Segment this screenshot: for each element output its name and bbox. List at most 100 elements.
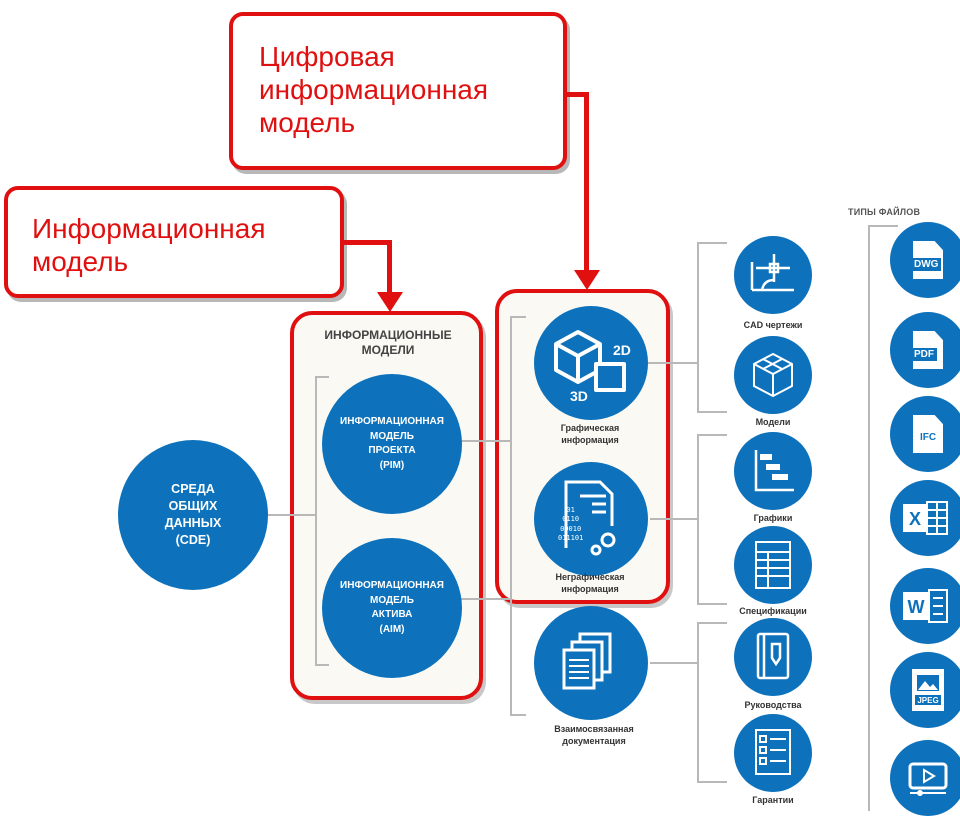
arrow-info-h — [344, 240, 392, 245]
specifications-circle — [734, 526, 812, 604]
checklist-icon — [755, 729, 791, 775]
excel-glyph: X — [903, 501, 948, 535]
connector — [697, 434, 699, 604]
documents-label-line-2: документация — [562, 735, 626, 746]
callout-digital-model: Цифровая информационная модель — [229, 12, 567, 170]
pdf-doc: PDF — [913, 331, 943, 369]
callout-info-line-1: Информационная — [32, 213, 266, 244]
connector — [697, 434, 727, 436]
connector — [650, 662, 698, 664]
video-glyph — [908, 762, 948, 796]
warranties-label: Гарантии — [752, 795, 794, 805]
graphic-label-line-2: информация — [561, 434, 619, 445]
tag-2d: 2D — [613, 342, 631, 358]
binary-line-2: 0110 — [562, 515, 580, 524]
pim-line-3: ПРОЕКТА — [368, 445, 416, 456]
binary-line-4: 011101 — [558, 534, 584, 543]
dwg-file-icon: DWG — [890, 222, 960, 298]
connector — [315, 664, 329, 666]
connector — [650, 518, 698, 520]
aim-circle: ИНФОРМАЦИОННАЯ МОДЕЛЬ АКТИВА (AIM) — [322, 538, 462, 678]
word-file-icon: W — [890, 568, 960, 644]
connector — [510, 316, 512, 714]
video-file-icon — [890, 740, 960, 816]
cube-icon — [554, 330, 626, 392]
connector — [510, 714, 526, 716]
3d-model-icon — [753, 352, 793, 398]
documents-circle — [534, 606, 648, 720]
spec-table-icon — [755, 541, 791, 589]
ifc-file-icon: IFC — [890, 396, 960, 472]
cde-circle: СРЕДА ОБЩИХ ДАННЫХ (CDE) — [118, 440, 268, 590]
aim-line-1: ИНФОРМАЦИОННАЯ — [340, 580, 444, 591]
cad-drawings-label: CAD чертежи — [743, 320, 803, 330]
gantt-chart-icon — [754, 450, 794, 492]
schedules-label: Графики — [753, 513, 793, 523]
binary-line-1: 01 — [566, 506, 575, 514]
models-label: Модели — [755, 417, 791, 427]
cad-drawings-circle — [734, 236, 812, 314]
file-types-title: ТИПЫ ФАЙЛОВ — [848, 207, 921, 217]
cde-line-4: (CDE) — [175, 532, 211, 547]
specifications-label: Спецификации — [739, 606, 807, 616]
connector — [697, 411, 727, 413]
pim-line-4: (PIM) — [379, 459, 405, 471]
models-circle — [734, 336, 812, 414]
ifc-doc: IFC — [913, 415, 943, 453]
cde-line-3: ДАННЫХ — [164, 516, 222, 530]
info-models-title: ИНФОРМАЦИОННЫЕ МОДЕЛИ — [300, 328, 476, 358]
info-models-title-line-2: МОДЕЛИ — [361, 343, 415, 357]
cde-line-2: ОБЩИХ — [168, 499, 218, 514]
documents-label: Взаимосвязанная документация — [524, 724, 664, 747]
aim-line-4: (AIM) — [379, 623, 405, 635]
tag-3d: 3D — [570, 388, 588, 404]
arrow-digital-h — [567, 92, 589, 97]
dwg-tag: DWG — [913, 256, 943, 273]
schedules-circle — [734, 432, 812, 510]
connector — [648, 362, 698, 364]
pim-line-1: ИНФОРМАЦИОННАЯ — [340, 416, 444, 427]
jpeg-file-icon: JPEG — [890, 652, 960, 728]
callout-digital-line-1: Цифровая — [259, 41, 395, 72]
aim-line-3: АКТИВА — [371, 609, 413, 620]
graphic-info-circle: 2D 3D — [534, 306, 648, 420]
pim-line-2: МОДЕЛЬ — [370, 430, 414, 442]
connector — [868, 225, 870, 811]
cad-drawing-icon — [750, 254, 794, 292]
image-file-icon: JPEG — [912, 669, 944, 711]
connector — [262, 514, 316, 516]
dwg-doc: DWG — [913, 241, 943, 279]
documents-stack-icon — [562, 632, 612, 690]
manuals-label: Руководства — [744, 700, 802, 710]
ifc-tag: IFC — [913, 431, 943, 445]
cde-line-1: СРЕДА — [171, 482, 215, 497]
graphic-info-label: Графическая информация — [530, 423, 650, 446]
connector — [868, 225, 898, 227]
nongraphic-info-circle: 01 0110 00010 011101 — [534, 462, 648, 576]
data-document-icon — [564, 480, 616, 556]
jpeg-tag: JPEG — [917, 696, 938, 705]
nongraphic-info-label: Неграфическая информация — [530, 572, 650, 595]
nongraphic-label-line-1: Неграфическая — [555, 572, 625, 582]
connector — [461, 440, 511, 442]
binary-line-3: 00010 — [560, 524, 582, 533]
manual-icon — [756, 632, 790, 680]
connector — [697, 603, 727, 605]
callout-info-line-2: модель — [32, 246, 129, 278]
arrow-info-v — [387, 240, 392, 298]
info-models-title-line-1: ИНФОРМАЦИОННЫЕ — [324, 328, 452, 342]
callout-digital-line-3: модель — [259, 107, 356, 139]
warranties-circle — [734, 714, 812, 792]
excel-letter: X — [909, 509, 921, 529]
arrow-digital-v — [584, 92, 589, 276]
connector — [697, 242, 699, 412]
manuals-circle — [734, 618, 812, 696]
callout-digital-line-2: информационная — [259, 74, 489, 106]
binary-text: 01 0110 00010 011101 — [558, 506, 583, 544]
excel-file-icon: X — [890, 480, 960, 556]
arrow-info-head — [377, 292, 403, 312]
connector — [315, 376, 329, 378]
pdf-tag: PDF — [913, 346, 939, 363]
word-letter: W — [908, 597, 925, 617]
